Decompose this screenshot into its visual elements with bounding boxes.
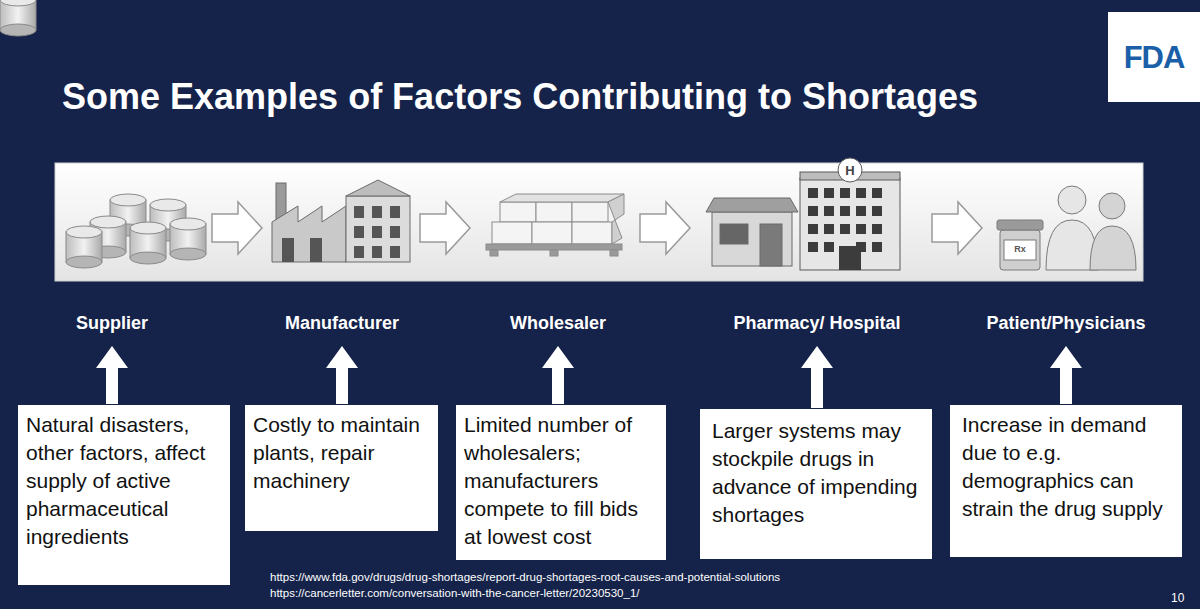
hospital-icon [800, 158, 900, 270]
stage-label: Pharmacy/ Hospital [733, 313, 900, 335]
slide-title: Some Examples of Factors Contributing to… [62, 76, 978, 118]
drum-icons [0, 0, 206, 268]
stage-label: Patient/Physicians [986, 313, 1145, 335]
stage-label: Wholesaler [510, 313, 606, 335]
source-url: https://www.fda.gov/drugs/drug-shortages… [270, 571, 780, 585]
illustration-band [55, 163, 1143, 281]
source-url: https://cancerletter.com/conversation-wi… [270, 587, 639, 601]
callout-box: Natural disasters, other factors, affect… [18, 405, 230, 585]
callout-box: Larger systems may stockpile drugs in ad… [700, 409, 932, 559]
callout-text: Larger systems may stockpile drugs in ad… [712, 417, 924, 529]
pharmacy-icon [706, 198, 798, 266]
callout-text: Limited number of wholesalers; manufactu… [464, 411, 658, 551]
patient-icon [997, 186, 1136, 270]
logo-text: FDA [1124, 42, 1185, 73]
callout-up-arrows [96, 346, 1082, 408]
callout-text: Costly to maintain plants, repair machin… [253, 411, 430, 495]
pallet-icon [486, 194, 624, 256]
stage-label: Supplier [76, 313, 148, 335]
bottle-label: Rx [1014, 244, 1026, 255]
factory-icon [272, 180, 410, 262]
callout-text: Natural disasters, other factors, affect… [26, 411, 223, 551]
hospital-sign: H [845, 163, 854, 179]
stage-label: Manufacturer [285, 313, 399, 335]
callout-box: Increase in demand due to e.g. demograph… [950, 405, 1182, 557]
callout-text: Increase in demand due to e.g. demograph… [962, 411, 1174, 523]
callout-box: Limited number of wholesalers; manufactu… [456, 405, 666, 560]
logo-box: FDA [1108, 12, 1200, 102]
page-number: 10 [1171, 591, 1184, 605]
callout-box: Costly to maintain plants, repair machin… [245, 405, 438, 531]
